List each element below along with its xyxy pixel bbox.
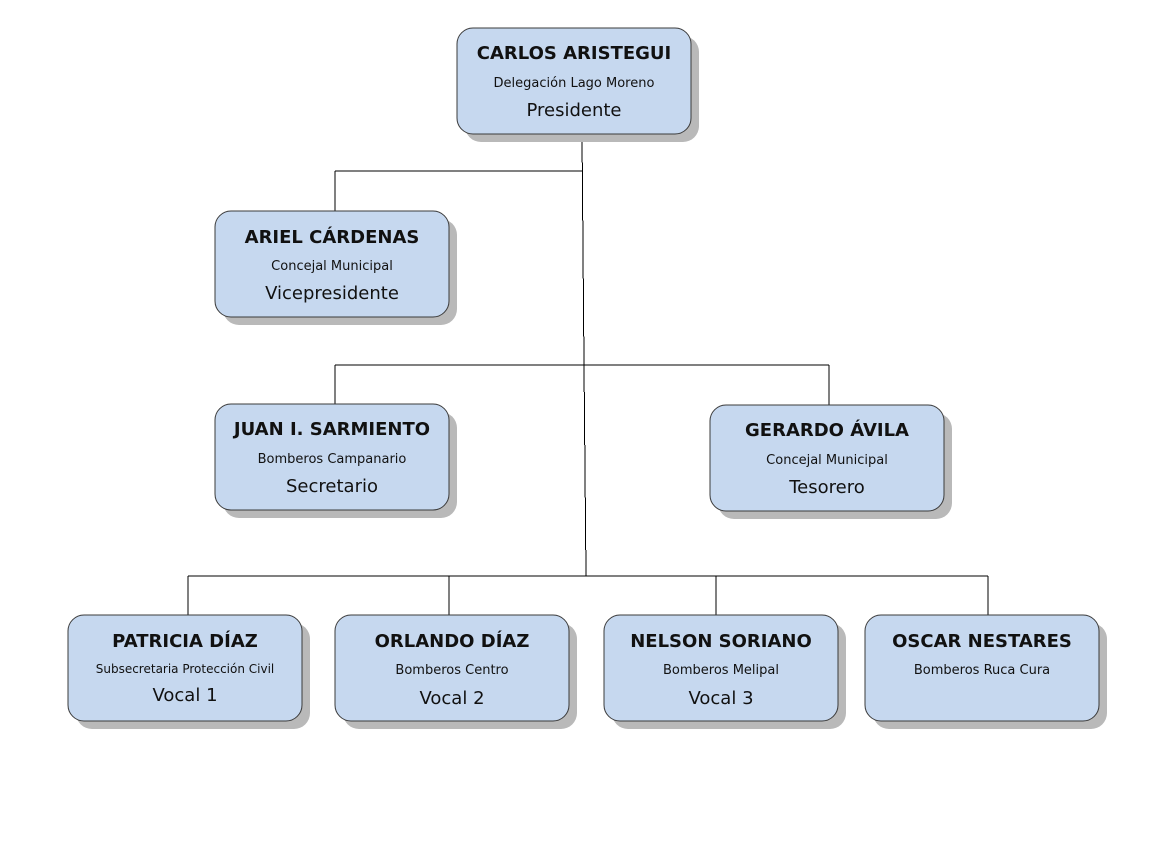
node-vocal-4: OSCAR NESTARES Bomberos Ruca Cura	[864, 614, 1107, 729]
node-vicepresident-org: Concejal Municipal	[271, 259, 393, 274]
node-vocal-4-box	[864, 614, 1100, 722]
node-vocal-3-box	[603, 614, 839, 722]
node-vocal-4-org: Bomberos Ruca Cura	[914, 663, 1050, 678]
node-vocal-2: ORLANDO DÍAZ Bomberos Centro Vocal 2	[334, 614, 577, 729]
node-vocal-1: PATRICIA DÍAZ Subsecretaria Protección C…	[67, 614, 310, 729]
node-vocal-3-name: NELSON SORIANO	[630, 631, 812, 652]
node-vocal-2-name: ORLANDO DÍAZ	[375, 630, 530, 652]
node-treasurer-box	[709, 404, 945, 512]
node-president-org: Delegación Lago Moreno	[494, 76, 655, 91]
node-treasurer: GERARDO ÁVILA Concejal Municipal Tesorer…	[709, 404, 952, 519]
node-vocal-3-role: Vocal 3	[688, 688, 753, 709]
node-vicepresident-role: Vicepresidente	[265, 283, 399, 304]
node-vocal-2-box	[334, 614, 570, 722]
connector-trunk-upper	[581, 132, 585, 366]
node-vicepresident-box	[214, 210, 450, 318]
node-secretary-name: JUAN I. SARMIENTO	[232, 419, 430, 440]
node-secretary: JUAN I. SARMIENTO Bomberos Campanario Se…	[214, 403, 457, 518]
node-vocal-2-role: Vocal 2	[419, 688, 484, 709]
node-vocal-1-name: PATRICIA DÍAZ	[112, 630, 258, 652]
node-vicepresident: ARIEL CÁRDENAS Concejal Municipal Vicepr…	[214, 210, 457, 325]
node-secretary-org: Bomberos Campanario	[258, 452, 407, 467]
node-vocal-3: NELSON SORIANO Bomberos Melipal Vocal 3	[603, 614, 846, 729]
node-secretary-role: Secretario	[286, 476, 378, 497]
node-president: CARLOS ARISTEGUI Delegación Lago Moreno …	[456, 27, 699, 142]
node-president-name: CARLOS ARISTEGUI	[477, 43, 671, 64]
node-treasurer-role: Tesorero	[788, 477, 865, 498]
node-vocal-2-org: Bomberos Centro	[395, 663, 508, 678]
node-vocal-1-role: Vocal 1	[152, 685, 217, 706]
node-vocal-1-org: Subsecretaria Protección Civil	[96, 662, 275, 676]
connector-trunk-lower	[583, 364, 587, 577]
node-president-box	[456, 27, 692, 135]
node-secretary-box	[214, 403, 450, 511]
node-vocal-1-box	[67, 614, 303, 722]
node-vocal-3-org: Bomberos Melipal	[663, 663, 779, 678]
connectors	[187, 132, 989, 615]
node-treasurer-org: Concejal Municipal	[766, 453, 888, 468]
node-vicepresident-name: ARIEL CÁRDENAS	[245, 226, 420, 248]
node-vocal-4-name: OSCAR NESTARES	[892, 631, 1072, 652]
node-president-role: Presidente	[526, 100, 621, 121]
node-treasurer-name: GERARDO ÁVILA	[745, 419, 909, 441]
